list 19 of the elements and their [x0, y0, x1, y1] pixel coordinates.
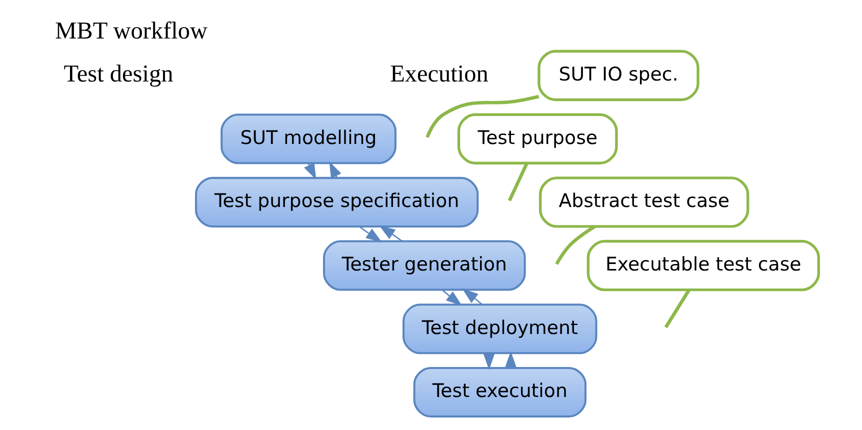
diagram-title: MBT workflow — [54, 17, 208, 44]
node-box: SUT IO spec. — [537, 50, 699, 102]
label: Test design — [63, 60, 173, 88]
arrow — [328, 161, 341, 178]
connector — [425, 94, 539, 138]
node-box: Abstract test case — [538, 176, 749, 228]
label: Execution — [390, 60, 488, 88]
connector — [664, 288, 690, 328]
arrow — [304, 162, 316, 180]
arrow — [378, 225, 402, 242]
arrow — [441, 289, 462, 306]
node-box: Test purpose specification — [194, 176, 478, 228]
arrow — [462, 288, 482, 306]
connector — [507, 162, 528, 202]
node-box: Test purpose — [456, 113, 618, 164]
node-box: Tester generation — [322, 240, 526, 291]
arrow — [358, 226, 382, 242]
node-box: Executable test case — [586, 240, 820, 292]
node-box: SUT modelling — [220, 114, 396, 164]
